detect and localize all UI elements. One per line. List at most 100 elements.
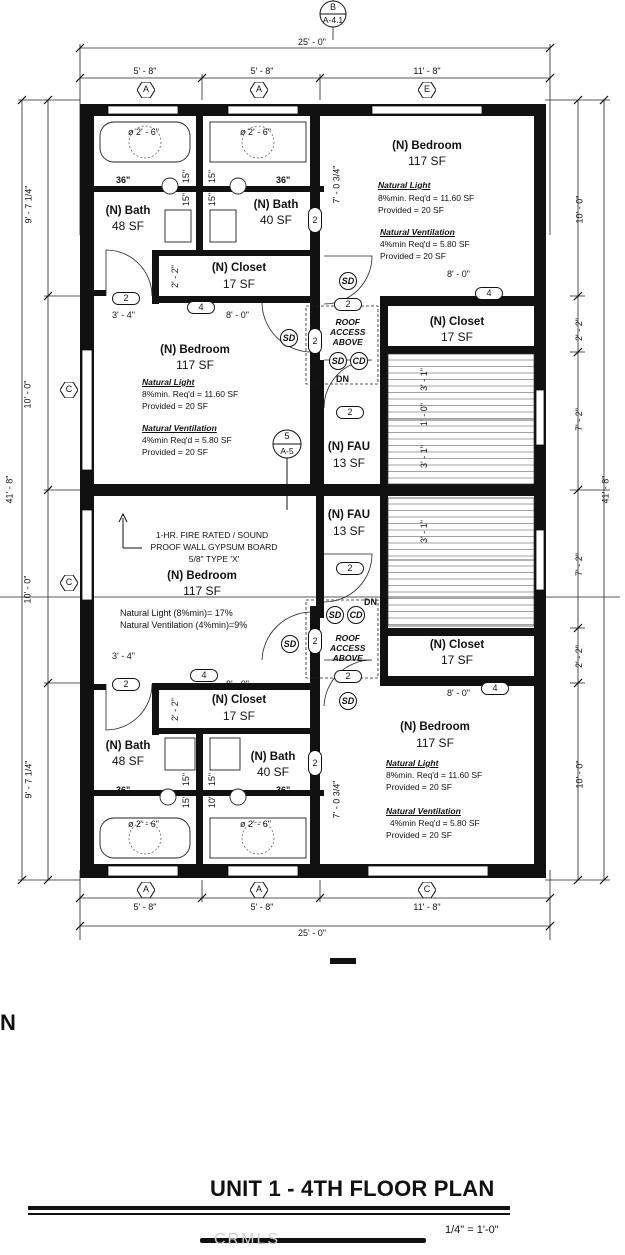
dim-15-e: 15" <box>181 772 192 787</box>
grid-tag-letter: C <box>423 884 431 894</box>
room-bath-bl-area: 48 SF <box>111 754 145 768</box>
door-tag: 4 <box>187 300 215 314</box>
section-marker <box>319 0 347 28</box>
note-br-vent-h: Natural Ventilation <box>386 806 461 816</box>
dim-hall-top: 7' - 0 3/4" <box>331 165 342 204</box>
room-closet-bl-area: 17 SF <box>222 709 256 723</box>
note-tr-vent-h: Natural Ventilation <box>380 227 455 237</box>
note-tl-light-req: 8%min. Req'd = 11.60 SF <box>142 389 239 399</box>
note-tl-light-prov: Provided = 20 SF <box>142 401 208 411</box>
note-tl-vent-req: 4%min Req'd = 5.80 SF <box>142 435 232 445</box>
door-tag: 2 <box>336 561 364 575</box>
note-wall-2: PROOF WALL GYPSUM BOARD <box>150 542 278 552</box>
grid-tag-letter: C <box>65 577 73 587</box>
section-marker-sheet: A-4.1 <box>322 15 344 25</box>
dim-right-1: 10' - 0" <box>574 195 585 224</box>
dim-right-4: 7' - 2" <box>573 553 584 576</box>
dim-right-closet-w-top: 8' - 0" <box>447 269 470 279</box>
page-title: UNIT 1 - 4TH FLOOR PLAN <box>210 1176 495 1201</box>
room-closet-tl-name: (N) Closet <box>211 262 267 274</box>
room-bedroom-tl-area: 117 SF <box>176 358 214 372</box>
door-tag: 2 <box>308 628 322 654</box>
door-tag: 4 <box>475 286 503 300</box>
room-fau-top-name: (N) FAU <box>327 441 371 453</box>
door-tag: 2 <box>308 207 322 233</box>
scale-note: 1/4" = 1'-0" <box>445 1224 499 1236</box>
room-bath-bm-name: (N) Bath <box>250 751 296 763</box>
section-ref-sheet: A-5 <box>280 446 294 456</box>
dim-left-4: 9' - 7 1/4" <box>23 760 34 799</box>
door-tag: 2 <box>308 750 322 776</box>
grid-tag-bottom-2: A <box>250 882 268 898</box>
dim-10: 10" <box>207 794 218 809</box>
note-combined-light: Natural Light (8%min)= 17% <box>120 608 233 618</box>
roof-access-bot-l2: ACCESS <box>330 642 366 653</box>
roof-access-bot: ROOF ACCESS ABOVE <box>330 633 366 663</box>
watermark: CRMLS <box>214 1231 281 1248</box>
dim-top-total: 25' - 0" <box>298 37 326 47</box>
note-tl-vent-prov: Provided = 20 SF <box>142 447 208 457</box>
dim-door-w-bot: 3' - 4" <box>112 651 135 661</box>
dim-stair-d: 3' - 1" <box>418 520 429 543</box>
note-tl-vent-h: Natural Ventilation <box>142 423 217 433</box>
smoke-detector: SD <box>339 272 357 290</box>
dim-closet-w-bot: 8' - 0" <box>226 679 249 689</box>
dim-tub-bot-b: ø 2' - 6" <box>240 819 271 829</box>
dim-closet-h-bot: 2' - 2" <box>169 698 180 721</box>
grid-tag-letter: A <box>142 84 149 94</box>
stair-dn-bot: DN <box>364 597 377 607</box>
dim-15-g: 15" <box>207 772 218 787</box>
room-closet-tr-area: 17 SF <box>440 330 474 344</box>
smoke-detector: SD <box>339 692 357 710</box>
dim-15-c: 15" <box>207 169 218 184</box>
stairs <box>387 353 535 627</box>
roof-access-top: ROOF ACCESS ABOVE <box>330 317 365 347</box>
room-bedroom-br-name: (N) Bedroom <box>400 721 470 733</box>
exterior-walls <box>80 104 546 878</box>
door-tag: 4 <box>190 668 218 682</box>
smoke-detector: SD <box>329 352 347 370</box>
dim-right-5: 2' - 2" <box>573 645 584 668</box>
door-tag: 2 <box>334 297 362 311</box>
room-fau-bot-name: (N) FAU <box>327 509 371 521</box>
stair-treads <box>388 359 534 625</box>
room-bath-tl-area: 48 SF <box>111 219 145 233</box>
dim-tub-top-b: ø 2' - 6" <box>240 127 271 137</box>
room-bedroom-tr-name: (N) Bedroom <box>392 140 462 152</box>
co-detector: CD <box>350 352 368 370</box>
note-tr-light-h: Natural Light <box>378 180 431 190</box>
roof-access-top-l1: ROOF <box>335 317 360 327</box>
dim-right-2: 2' - 2" <box>573 318 584 341</box>
room-fau-top-area: 13 SF <box>332 456 366 470</box>
room-fau-bot-area: 13 SF <box>332 524 366 538</box>
grid-tag-top-2: A <box>250 82 268 98</box>
roof-access-top-l3: ABOVE <box>332 336 363 347</box>
room-bath-tm-area: 40 SF <box>259 213 293 227</box>
dim-15-a: 15" <box>181 169 192 184</box>
dim-door-w-top: 3' - 4" <box>112 310 135 320</box>
fixtures <box>99 121 307 859</box>
note-tr-light-req: 8%min. Req'd = 11.60 SF <box>378 193 475 203</box>
dim-bath-width-tl: 36" <box>116 175 131 185</box>
room-bath-tm-name: (N) Bath <box>253 199 299 211</box>
dim-stair-c: 3' - 1" <box>418 445 429 468</box>
room-bedroom-bl-name: (N) Bedroom <box>167 570 237 582</box>
grid-tag-letter: A <box>255 84 262 94</box>
title-rule <box>28 1206 510 1243</box>
dim-right-3: 7' - 2" <box>573 408 584 431</box>
section-ref-num: 5 <box>284 431 290 441</box>
roof-access-bot-l3: ABOVE <box>332 652 363 663</box>
note-br-light-prov: Provided = 20 SF <box>386 782 452 792</box>
door-tag: 2 <box>334 669 362 683</box>
door-tag: 2 <box>308 328 322 354</box>
dim-tub-top-a: ø 2' - 6" <box>128 127 159 137</box>
note-br-vent-prov: Provided = 20 SF <box>386 830 452 840</box>
co-detector: CD <box>347 606 365 624</box>
dim-tub-bot-a: ø 2' - 6" <box>128 819 159 829</box>
windows <box>81 105 545 877</box>
note-wall-3: 5/8" TYPE 'X' <box>188 554 240 564</box>
note-tr-vent-req: 4%min Req'd = 5.80 SF <box>380 239 470 249</box>
smoke-detector: SD <box>281 635 299 653</box>
dim-bottom-total: 25' - 0" <box>298 928 326 938</box>
